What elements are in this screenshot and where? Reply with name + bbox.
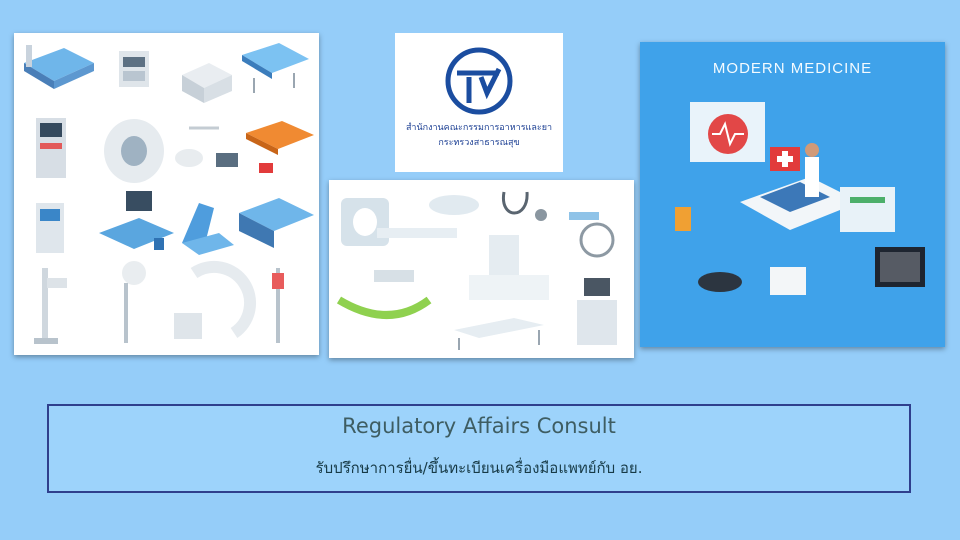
stethoscope-illustration	[501, 191, 547, 221]
xray-stand-illustration	[34, 268, 67, 344]
monitor-cart-illustration	[119, 51, 149, 87]
hospital-bed-illustration	[24, 45, 94, 89]
surgical-lamp-illustration	[175, 126, 238, 167]
monitor-heart-illustration	[690, 102, 765, 162]
stretcher-illustration	[242, 43, 309, 93]
computer-desk-illustration	[99, 191, 174, 250]
fda-logo-text: สำนักงานคณะกรรมการอาหารและยา กระทรวงสาธา…	[395, 121, 563, 151]
orange-stretcher-illustration	[246, 121, 314, 173]
banner-subtitle: รับปรึกษาการยื่น/ขึ้นทะเบียนเครื่องมือแพ…	[315, 459, 643, 477]
isometric-equipment-image	[14, 33, 319, 355]
modern-medicine-image: MODERN MEDICINE	[640, 42, 945, 347]
pump-device-illustration	[429, 195, 479, 215]
xray-machine-illustration	[469, 235, 549, 300]
blood-pressure-monitor-illustration	[698, 267, 806, 295]
fda-logo-icon	[445, 47, 513, 115]
fda-logo-line1: สำนักงานคณะกรรมการอาหารและยา	[405, 123, 553, 133]
dental-unit-illustration	[336, 270, 432, 319]
modern-medicine-title: MODERN MEDICINE	[712, 60, 873, 77]
service-banner: Regulatory Affairs Consult รับปรึกษาการย…	[47, 404, 911, 493]
exam-table-illustration	[239, 198, 314, 248]
device-box-illustration	[182, 63, 232, 103]
hospital-bed-illustration	[454, 318, 544, 350]
banner-title: Regulatory Affairs Consult	[342, 414, 616, 438]
floor-lamp-illustration	[122, 261, 146, 343]
first-aid-illustration	[770, 147, 800, 171]
iv-stand-illustration	[272, 268, 284, 343]
c-arm-illustration	[174, 260, 257, 339]
ct-scanner-illustration	[341, 198, 457, 246]
pill-bottle-illustration	[675, 207, 691, 231]
wheelchair-illustration	[569, 212, 615, 258]
fda-logo-line2: กระทรวงสาธารณสุข	[438, 138, 520, 148]
medical-card-illustration	[840, 187, 895, 232]
ultrasound-screen-illustration	[875, 247, 925, 287]
doctor-illustration	[805, 143, 819, 197]
fda-logo-panel: สำนักงานคณะกรรมการอาหารและยา กระทรวงสาธา…	[395, 33, 563, 172]
mri-scanner-illustration	[104, 119, 164, 183]
medical-equipment-image	[329, 180, 634, 358]
dental-chair-illustration	[182, 203, 234, 255]
ecg-cart-illustration	[36, 118, 66, 178]
infusion-pump-illustration	[36, 203, 64, 253]
ultrasound-cart-illustration	[577, 278, 617, 345]
